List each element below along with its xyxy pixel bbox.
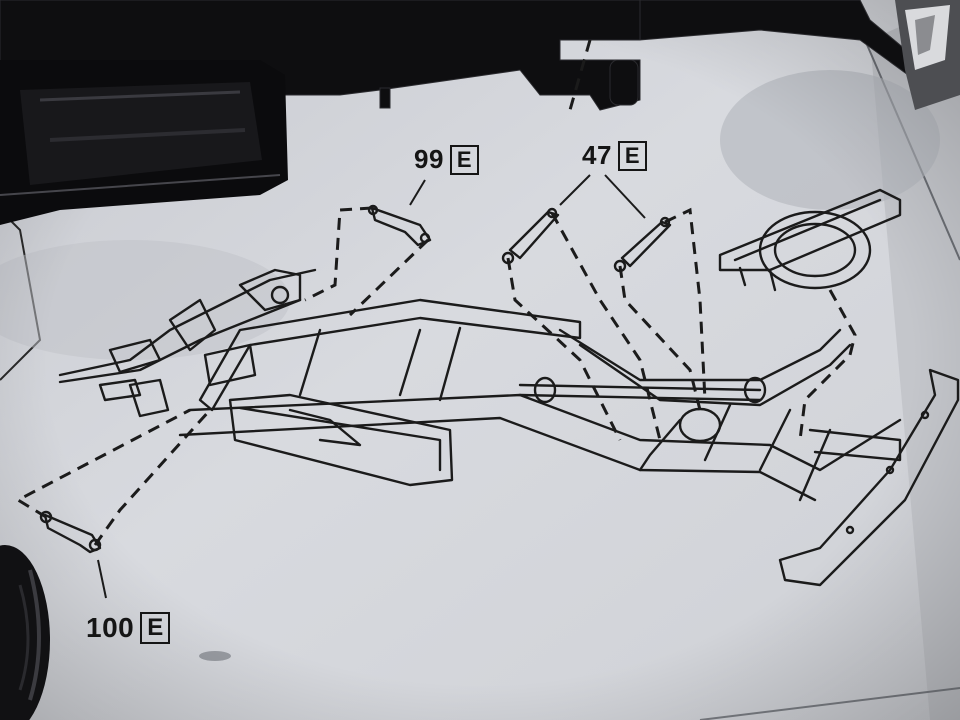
spare-tire-carrier — [718, 188, 902, 292]
rear-axle — [518, 376, 767, 472]
part-number: 47 — [582, 140, 612, 170]
part-callout-100: 100 E — [86, 612, 171, 644]
sheet-letter-box: E — [617, 140, 647, 171]
sheet-letter-box: E — [449, 144, 479, 175]
part-callout-47: 47 E — [582, 140, 647, 171]
sheet-letter-box: E — [140, 612, 171, 644]
callout-pointers — [97, 174, 646, 599]
part-number: 100 — [86, 612, 135, 643]
rear-bumper — [778, 368, 960, 587]
part-callout-99: 99 E — [414, 144, 479, 175]
shock-absorber-47a — [501, 207, 560, 265]
shock-absorber-99 — [367, 204, 432, 247]
side-tray — [228, 393, 454, 487]
part-number: 99 — [414, 144, 444, 174]
chassis-frame — [178, 298, 902, 502]
shock-absorber-47b — [613, 216, 672, 273]
shock-absorber-100 — [39, 510, 102, 554]
front-suspension — [58, 268, 317, 418]
assembly-leader-lines — [14, 39, 857, 546]
